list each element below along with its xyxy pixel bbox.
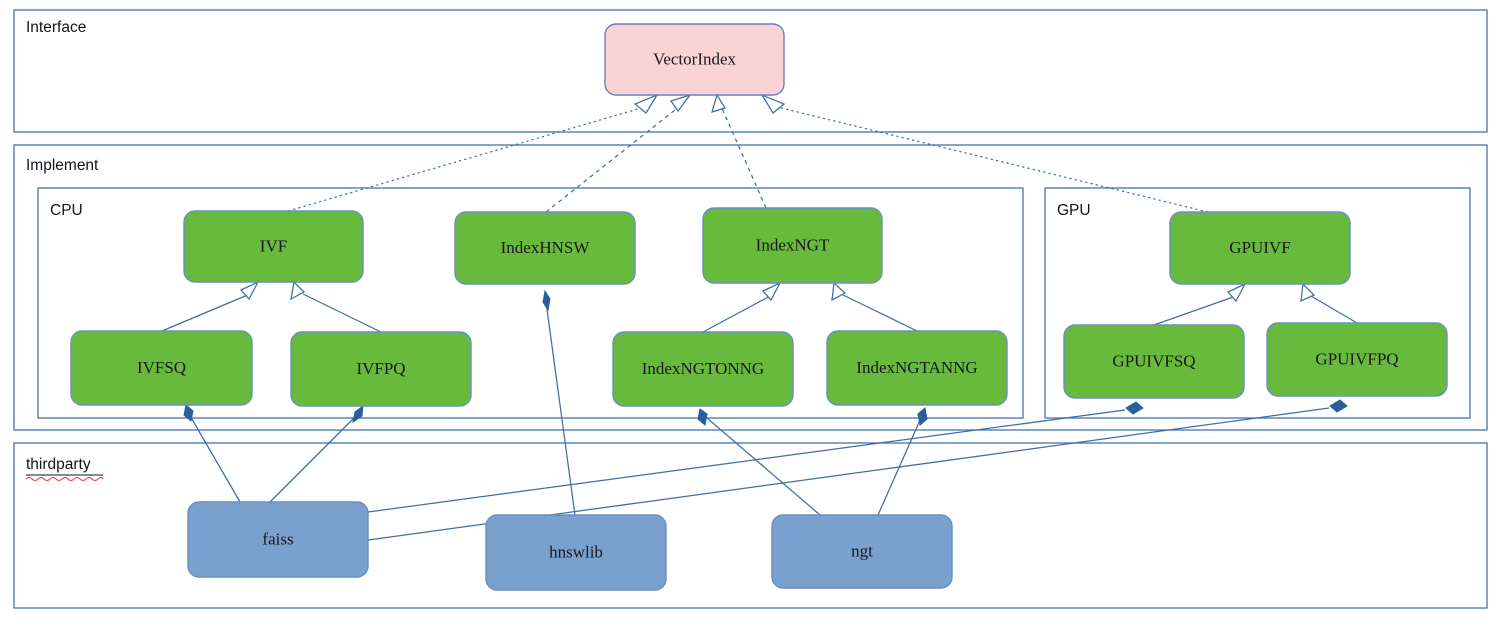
hollow-triangle-arrowhead-icon	[290, 280, 306, 301]
node-vectorindex[interactable]: VectorIndex	[604, 23, 785, 96]
node-ngt-label: ngt	[851, 541, 873, 560]
node-faiss-label: faiss	[262, 529, 293, 548]
node-gpuivfpq-rect[interactable]	[1266, 322, 1448, 397]
container-interface-label: Interface	[26, 19, 86, 36]
filled-diamond-arrowhead-icon	[697, 408, 708, 426]
node-ngt-rect[interactable]	[771, 514, 953, 589]
hollow-triangle-arrowhead-icon	[633, 93, 659, 114]
node-ivf-rect[interactable]	[183, 210, 364, 283]
filled-diamond-arrowhead-icon	[542, 289, 551, 312]
node-hnswlib[interactable]: hnswlib	[485, 514, 667, 591]
container-gpu-label: GPU	[1057, 202, 1091, 219]
node-gpuivfpq-label: GPUIVFPQ	[1315, 349, 1398, 368]
container-thirdparty-label: thirdparty	[26, 456, 91, 473]
node-ivfsq-rect[interactable]	[70, 330, 253, 406]
hollow-triangle-arrowhead-icon	[1300, 282, 1316, 303]
node-gpuivfsq[interactable]: GPUIVFSQ	[1063, 324, 1245, 399]
node-ivfsq-label: IVFSQ	[137, 358, 186, 377]
filled-diamond-arrowhead-icon	[1125, 401, 1144, 415]
node-hnswlib-label: hnswlib	[549, 542, 603, 561]
filled-diamond-arrowhead-icon	[1329, 399, 1348, 413]
hollow-triangle-arrowhead-icon	[239, 280, 260, 301]
filled-diamond-arrowhead-icon	[352, 404, 364, 424]
node-indexhnsw-rect[interactable]	[454, 211, 636, 285]
node-indexngtanng-rect[interactable]	[826, 330, 1008, 406]
edge-indexngtonng-to-indexngt	[702, 281, 782, 333]
node-indexngt-label: IndexNGT	[756, 235, 830, 254]
edge-gpuivfsq-to-gpuivf	[1153, 282, 1247, 326]
node-ivf-label: IVF	[260, 236, 287, 255]
spellcheck-squiggle-icon	[25, 476, 104, 482]
hollow-triangle-arrowhead-icon	[761, 281, 782, 302]
node-faiss-rect[interactable]	[187, 501, 369, 578]
filled-diamond-arrowhead-icon	[917, 407, 928, 426]
edge-indexhnsw-to-vectorindex	[545, 93, 692, 213]
node-faiss[interactable]: faiss	[187, 501, 369, 578]
node-indexngt-rect[interactable]	[702, 207, 883, 284]
node-vectorindex-label: VectorIndex	[653, 49, 737, 68]
node-ivfpq[interactable]: IVFPQ	[290, 331, 472, 407]
container-cpu-label: CPU	[50, 202, 83, 219]
node-vectorindex-rect[interactable]	[604, 23, 785, 96]
filled-diamond-arrowhead-icon	[183, 404, 194, 422]
hollow-triangle-arrowhead-icon	[669, 93, 692, 113]
node-hnswlib-rect[interactable]	[485, 514, 667, 591]
node-gpuivf-label: GPUIVF	[1229, 238, 1290, 257]
edge-gpuivfpq-to-gpuivf	[1300, 282, 1358, 324]
container-implement-label: Implement	[26, 157, 99, 174]
edge-faiss-to-ivfpq	[269, 404, 364, 503]
node-ivfpq-label: IVFPQ	[356, 359, 405, 378]
node-gpuivf-rect[interactable]	[1169, 211, 1351, 285]
node-indexngtonng-label: IndexNGTONNG	[642, 359, 764, 378]
node-ngt[interactable]: ngt	[771, 514, 953, 589]
edge-ivf-to-vectorindex	[287, 93, 659, 212]
hollow-triangle-arrowhead-icon	[760, 93, 786, 114]
node-ivf[interactable]: IVF	[183, 210, 364, 283]
node-gpuivfpq[interactable]: GPUIVFPQ	[1266, 322, 1448, 397]
node-gpuivf[interactable]: GPUIVF	[1169, 211, 1351, 285]
edge-ivfpq-to-ivf	[290, 280, 382, 333]
node-indexhnsw[interactable]: IndexHNSW	[454, 211, 636, 285]
edge-ngt-to-indexngtanng	[877, 407, 928, 516]
hollow-triangle-arrowhead-icon	[831, 281, 847, 302]
node-gpuivfsq-label: GPUIVFSQ	[1112, 351, 1195, 370]
edge-indexngt-to-vectorindex	[711, 93, 767, 209]
edge-faiss-to-ivfsq	[183, 404, 241, 503]
edge-gpuivf-to-vectorindex	[760, 93, 1209, 213]
edge-faiss-to-gpuivfsq	[367, 401, 1144, 513]
edge-ivfsq-to-ivf	[161, 280, 260, 332]
hollow-triangle-arrowhead-icon	[711, 93, 726, 113]
hollow-triangle-arrowhead-icon	[1226, 282, 1247, 303]
edge-hnswlib-to-indexhnsw	[542, 289, 576, 516]
node-indexngtonng-rect[interactable]	[612, 331, 794, 407]
node-ivfsq[interactable]: IVFSQ	[70, 330, 253, 406]
edge-indexngtanng-to-indexngt	[831, 281, 918, 332]
node-indexhnsw-label: IndexHNSW	[501, 238, 591, 257]
edge-ngt-to-indexngtonng	[697, 408, 821, 516]
node-indexngtanng[interactable]: IndexNGTANNG	[826, 330, 1008, 406]
node-indexngt[interactable]: IndexNGT	[702, 207, 883, 284]
node-ivfpq-rect[interactable]	[290, 331, 472, 407]
node-indexngtonng[interactable]: IndexNGTONNG	[612, 331, 794, 407]
node-gpuivfsq-rect[interactable]	[1063, 324, 1245, 399]
node-indexngtanng-label: IndexNGTANNG	[856, 358, 977, 377]
